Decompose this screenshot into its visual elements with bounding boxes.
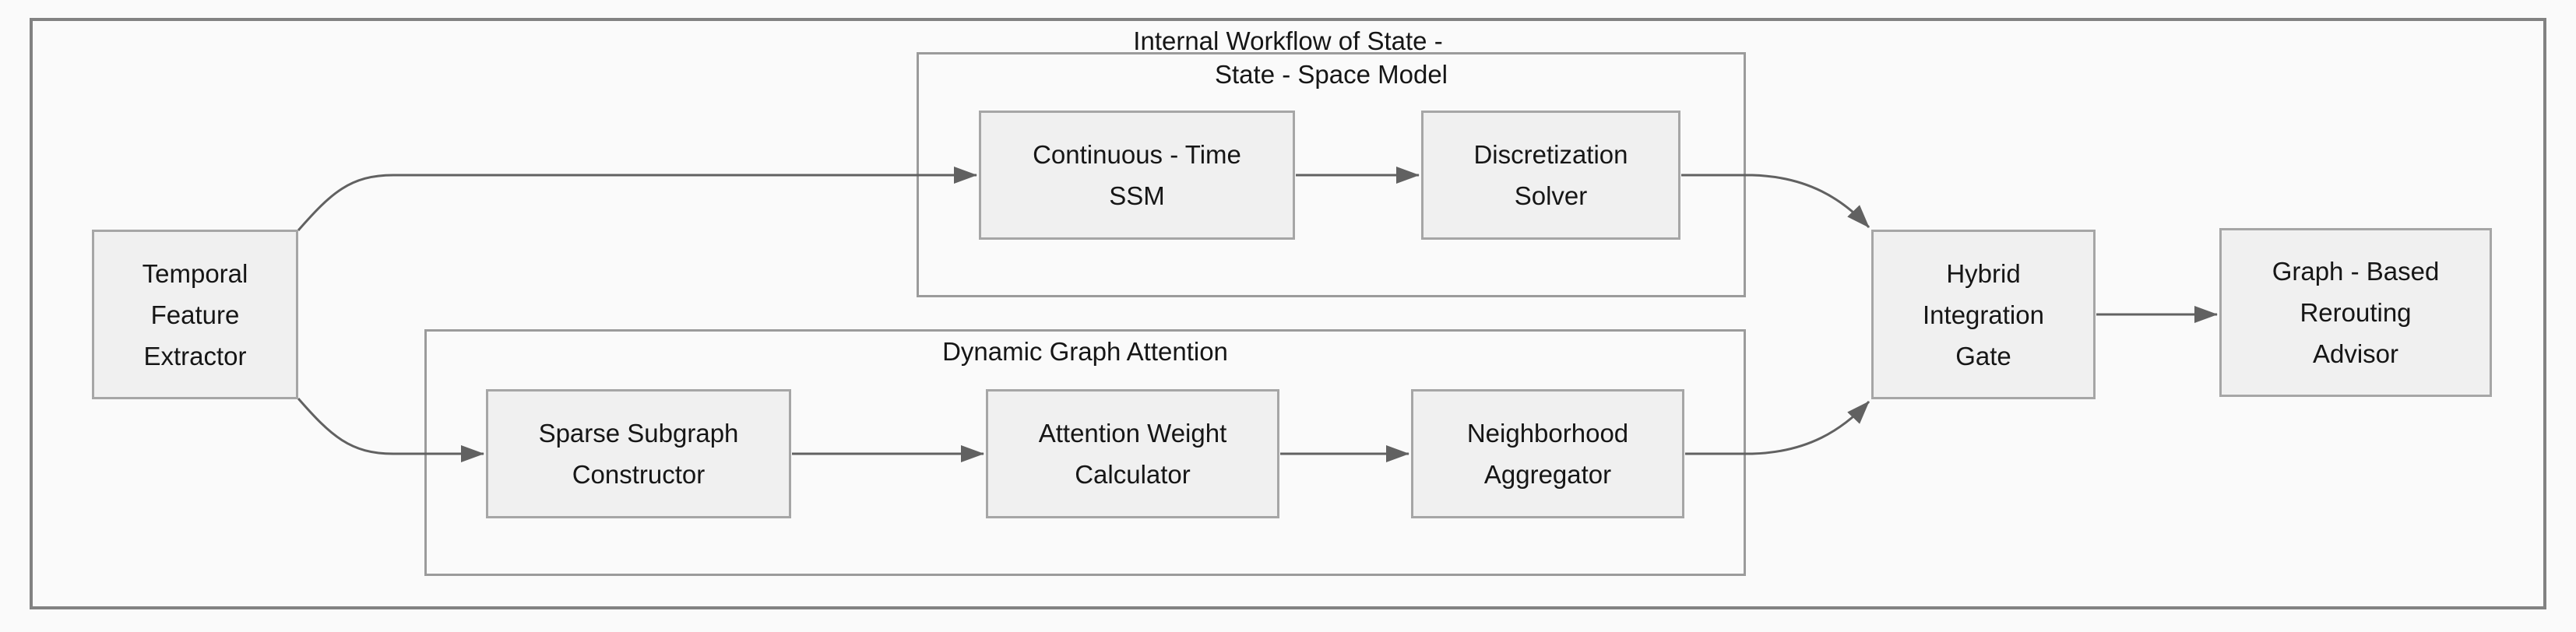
edge-temporal-to-ssm [297, 167, 977, 231]
edge-temporal-to-sparse [297, 398, 484, 462]
node-discretization-solver: Discretization Solver [1421, 111, 1680, 240]
node-attention-weight-calculator-label: Attention Weight Calculator [1038, 419, 1227, 489]
node-neighborhood-aggregator: Neighborhood Aggregator [1411, 389, 1684, 518]
group-state-space-model-label: State - Space Model [1215, 60, 1448, 89]
edge-neighborhood-to-hybrid [1685, 400, 1870, 455]
node-sparse-subgraph-constructor-label: Sparse Subgraph Constructor [538, 419, 739, 489]
node-continuous-time-ssm: Continuous - Time SSM [979, 111, 1295, 240]
node-neighborhood-aggregator-label: Neighborhood Aggregator [1466, 419, 1629, 489]
outer-container: Internal Workflow of State - [30, 18, 2546, 609]
node-graph-based-rerouting-advisor: Graph - Based Rerouting Advisor [2219, 228, 2492, 397]
node-attention-weight-calculator: Attention Weight Calculator [986, 389, 1279, 518]
node-temporal-feature-extractor-label: Temporal Feature Extractor [142, 258, 248, 370]
diagram-title: Internal Workflow of State - [1133, 26, 1443, 55]
node-temporal-feature-extractor: Temporal Feature Extractor [92, 230, 298, 399]
node-sparse-subgraph-constructor: Sparse Subgraph Constructor [486, 389, 791, 518]
node-hybrid-integration-gate-label: Hybrid Integration Gate [1923, 258, 2044, 370]
node-discretization-solver-label: Discretization Solver [1473, 140, 1628, 210]
group-dynamic-graph-attention-label: Dynamic Graph Attention [942, 337, 1228, 366]
node-graph-based-rerouting-advisor-label: Graph - Based Rerouting Advisor [2272, 257, 2440, 368]
node-continuous-time-ssm-label: Continuous - Time SSM [1033, 140, 1241, 210]
edge-discretization-to-hybrid [1681, 174, 1870, 229]
node-hybrid-integration-gate: Hybrid Integration Gate [1871, 230, 2096, 399]
